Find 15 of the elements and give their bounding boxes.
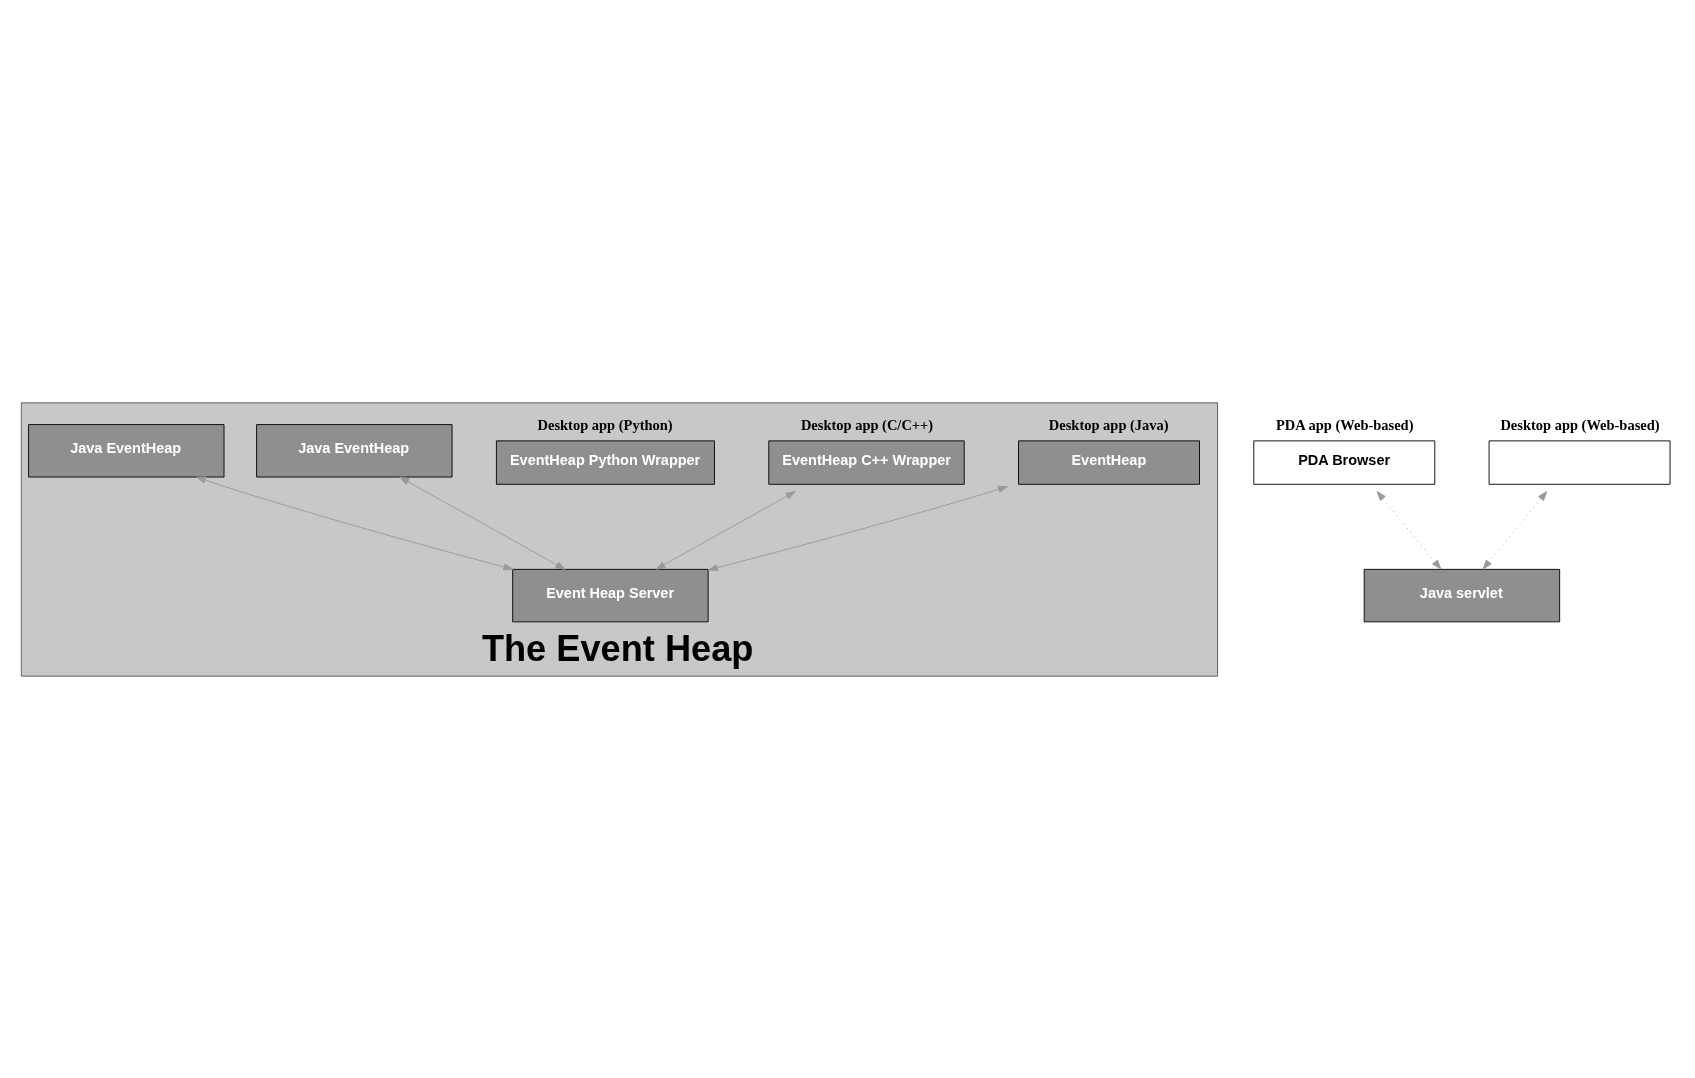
node-box: Java EventHeap	[256, 423, 453, 477]
arrow	[1482, 490, 1548, 569]
node-label: PDA app (Web-based)	[1275, 416, 1414, 433]
node-box: Java EventHeap	[28, 423, 225, 477]
arrow	[655, 490, 796, 570]
node-label: Desktop app (Java)	[1048, 416, 1169, 433]
node-box: Java servlet	[1363, 568, 1561, 622]
node-label: Desktop app (Web-based)	[1500, 416, 1660, 433]
arrow	[196, 476, 514, 571]
node-label: Desktop app (C/C++)	[800, 416, 934, 433]
arrow	[1376, 490, 1442, 569]
node-label: Desktop app (Python)	[537, 416, 673, 433]
arrow	[399, 476, 566, 570]
node-box: Event Heap Server	[512, 568, 709, 622]
arrow	[707, 485, 1008, 571]
